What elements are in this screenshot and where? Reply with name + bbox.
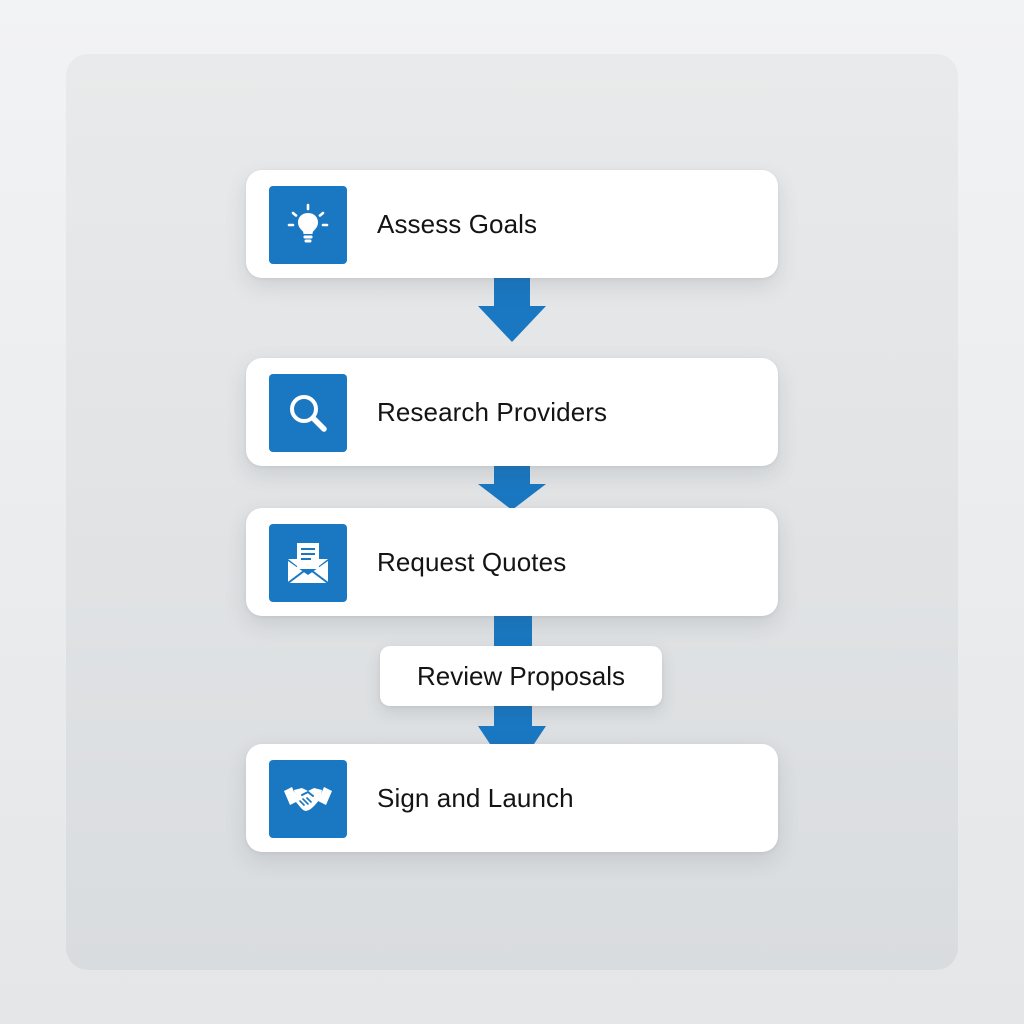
step-assess-goals: Assess Goals xyxy=(246,170,778,278)
step-icon-box xyxy=(269,760,347,838)
step-research-providers: Research Providers xyxy=(246,358,778,466)
step-icon-box xyxy=(269,524,347,602)
search-icon xyxy=(290,395,327,432)
review-proposals-label: Review Proposals xyxy=(380,646,662,706)
lightbulb-icon xyxy=(287,203,329,243)
step-label: Request Quotes xyxy=(377,547,567,577)
step-label: Sign and Launch xyxy=(377,783,574,813)
step-icon-box xyxy=(269,186,347,264)
envelope-document-icon xyxy=(287,543,329,584)
step-sign-and-launch: Sign and Launch xyxy=(246,744,778,852)
step-icon-box xyxy=(269,374,347,452)
step-label: Research Providers xyxy=(377,397,608,427)
handshake-icon xyxy=(284,787,332,811)
step-request-quotes: Request Quotes xyxy=(246,508,778,616)
step-label: Assess Goals xyxy=(377,209,538,239)
